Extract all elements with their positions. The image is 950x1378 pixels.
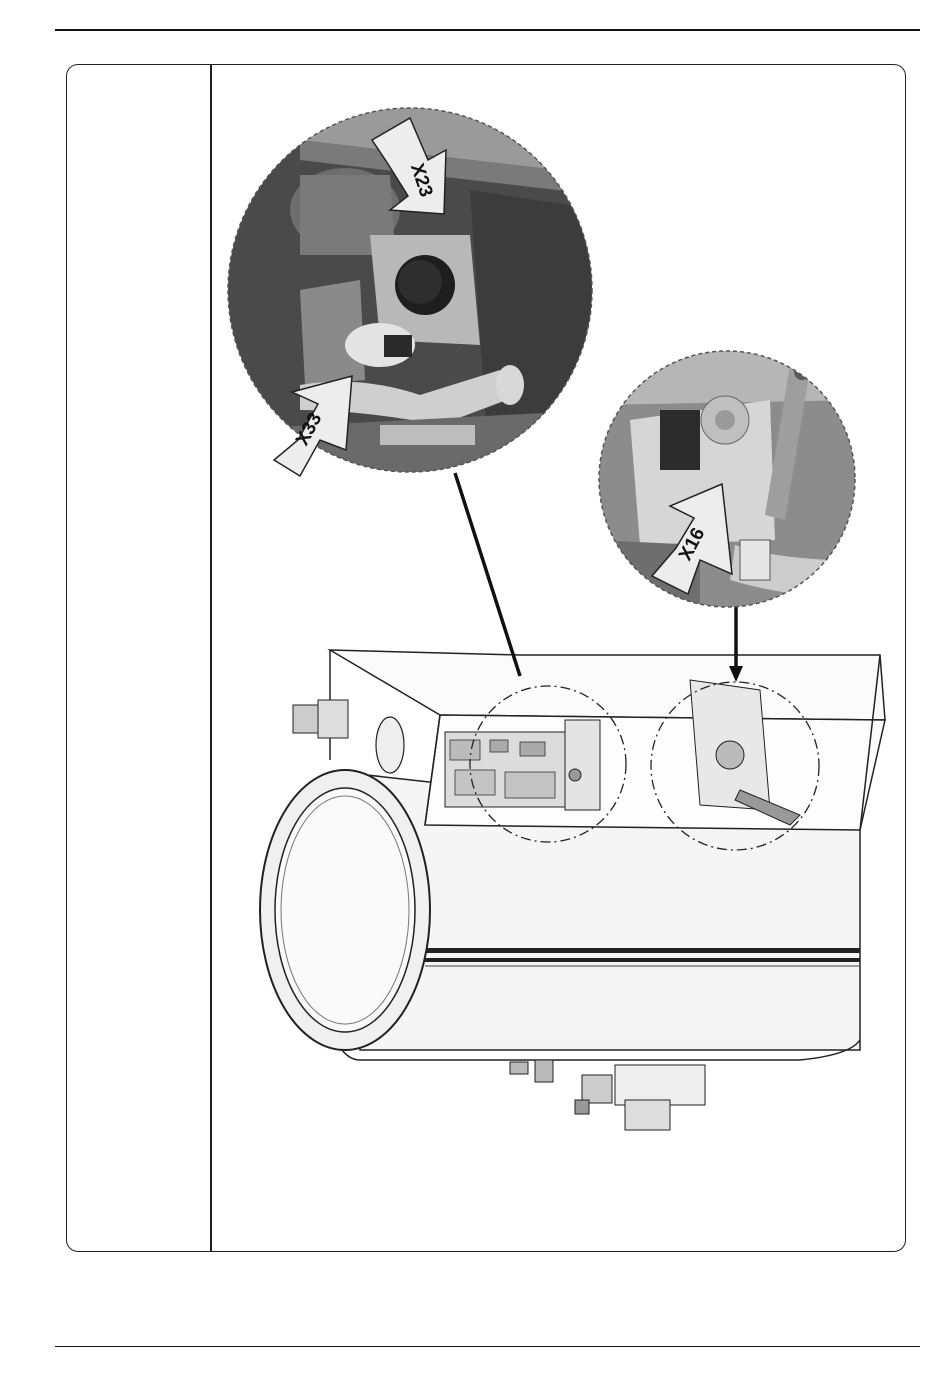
gas-valve <box>293 700 404 773</box>
boiler-assembly <box>260 650 885 1130</box>
detail-view-burner: X23 X33 <box>220 100 600 480</box>
control-board <box>445 720 600 810</box>
bottom-fittings <box>510 1060 705 1130</box>
leader-line-left <box>455 473 520 676</box>
footer-rule <box>55 1346 920 1347</box>
detail-view-fan: X16 <box>595 350 860 610</box>
